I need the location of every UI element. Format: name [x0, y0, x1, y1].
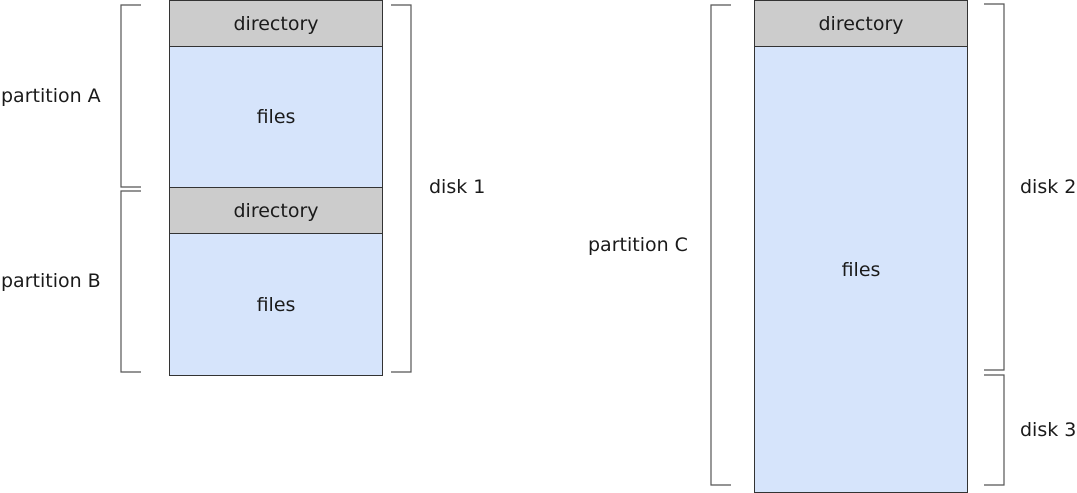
- directory-block-partition-a: directory: [169, 0, 383, 47]
- files-label: files: [256, 293, 296, 316]
- directory-block-partition-b: directory: [169, 187, 383, 234]
- bracket-partition-b: [120, 190, 141, 373]
- files-block-partition-b: files: [169, 233, 383, 376]
- files-label: files: [841, 258, 881, 281]
- label-partition-b: partition B: [1, 270, 101, 292]
- bracket-disk-1: [391, 4, 412, 373]
- files-block-partition-c: files: [754, 46, 968, 493]
- files-label: files: [256, 106, 296, 128]
- directory-label: directory: [233, 199, 319, 222]
- label-disk-1: disk 1: [429, 176, 486, 198]
- label-partition-c: partition C: [588, 234, 688, 256]
- label-partition-a: partition A: [1, 85, 101, 107]
- directory-label: directory: [233, 12, 319, 35]
- bracket-partition-c: [710, 4, 731, 486]
- bracket-partition-a: [120, 4, 141, 188]
- directory-label: directory: [818, 12, 904, 35]
- bracket-disk-2: [984, 3, 1005, 371]
- directory-block-partition-c: directory: [754, 0, 968, 47]
- label-disk-2: disk 2: [1020, 176, 1077, 198]
- files-block-partition-a: files: [169, 46, 383, 188]
- bracket-disk-3: [984, 374, 1005, 486]
- label-disk-3: disk 3: [1020, 419, 1077, 441]
